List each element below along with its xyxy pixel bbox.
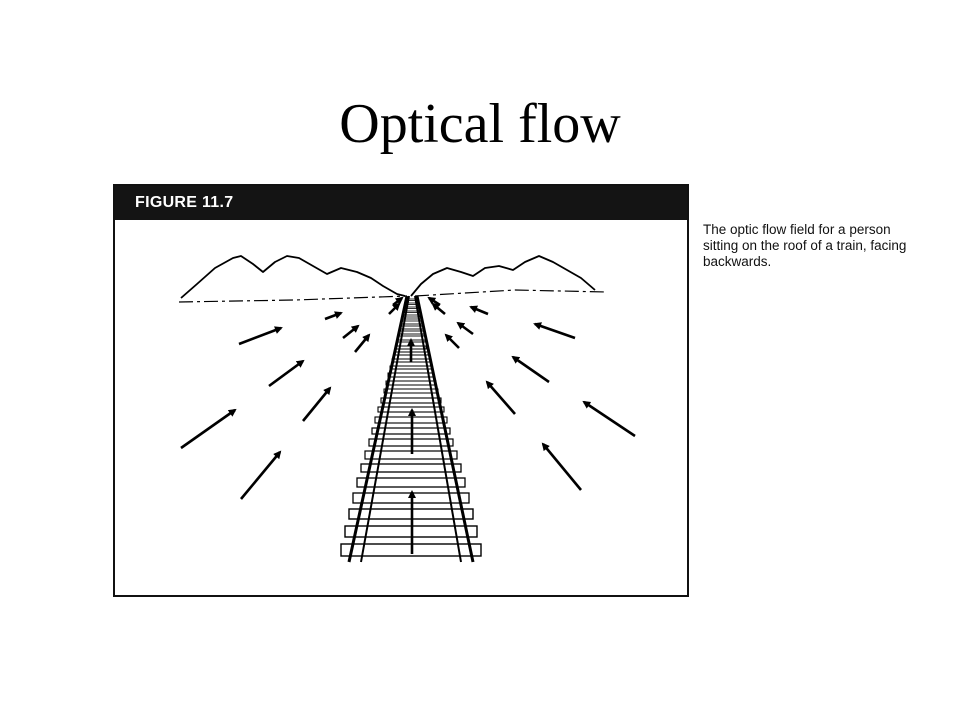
optic-flow-illustration bbox=[178, 255, 636, 563]
figure-caption: The optic flow field for a person sittin… bbox=[703, 222, 907, 269]
arrow-icon bbox=[444, 333, 460, 349]
arrow-icon bbox=[469, 305, 489, 316]
arrow-icon bbox=[239, 450, 282, 500]
figure-frame: FIGURE 11.7 bbox=[113, 184, 689, 597]
arrow-icon bbox=[180, 408, 237, 450]
arrow-icon bbox=[541, 442, 583, 491]
arrow-icon bbox=[353, 333, 371, 353]
horizon-line bbox=[178, 289, 608, 303]
mountain-range-drawing bbox=[180, 255, 596, 299]
arrow-icon bbox=[342, 324, 360, 340]
arrow-icon bbox=[324, 311, 343, 321]
railway-rails bbox=[347, 295, 475, 563]
figure-header-bar: FIGURE 11.7 bbox=[115, 186, 687, 220]
arrow-icon bbox=[533, 322, 576, 340]
slide-title: Optical flow bbox=[339, 93, 621, 155]
arrow-icon bbox=[582, 400, 636, 438]
flow-arrows bbox=[180, 296, 636, 554]
arrow-icon bbox=[431, 302, 446, 315]
arrow-icon bbox=[268, 359, 305, 388]
arrow-icon bbox=[388, 302, 401, 315]
arrow-icon bbox=[456, 321, 474, 336]
arrow-icon bbox=[301, 386, 332, 422]
figure-label: FIGURE 11.7 bbox=[135, 194, 234, 211]
arrow-icon bbox=[485, 380, 516, 415]
arrow-icon bbox=[511, 355, 550, 384]
arrow-icon bbox=[238, 326, 283, 346]
